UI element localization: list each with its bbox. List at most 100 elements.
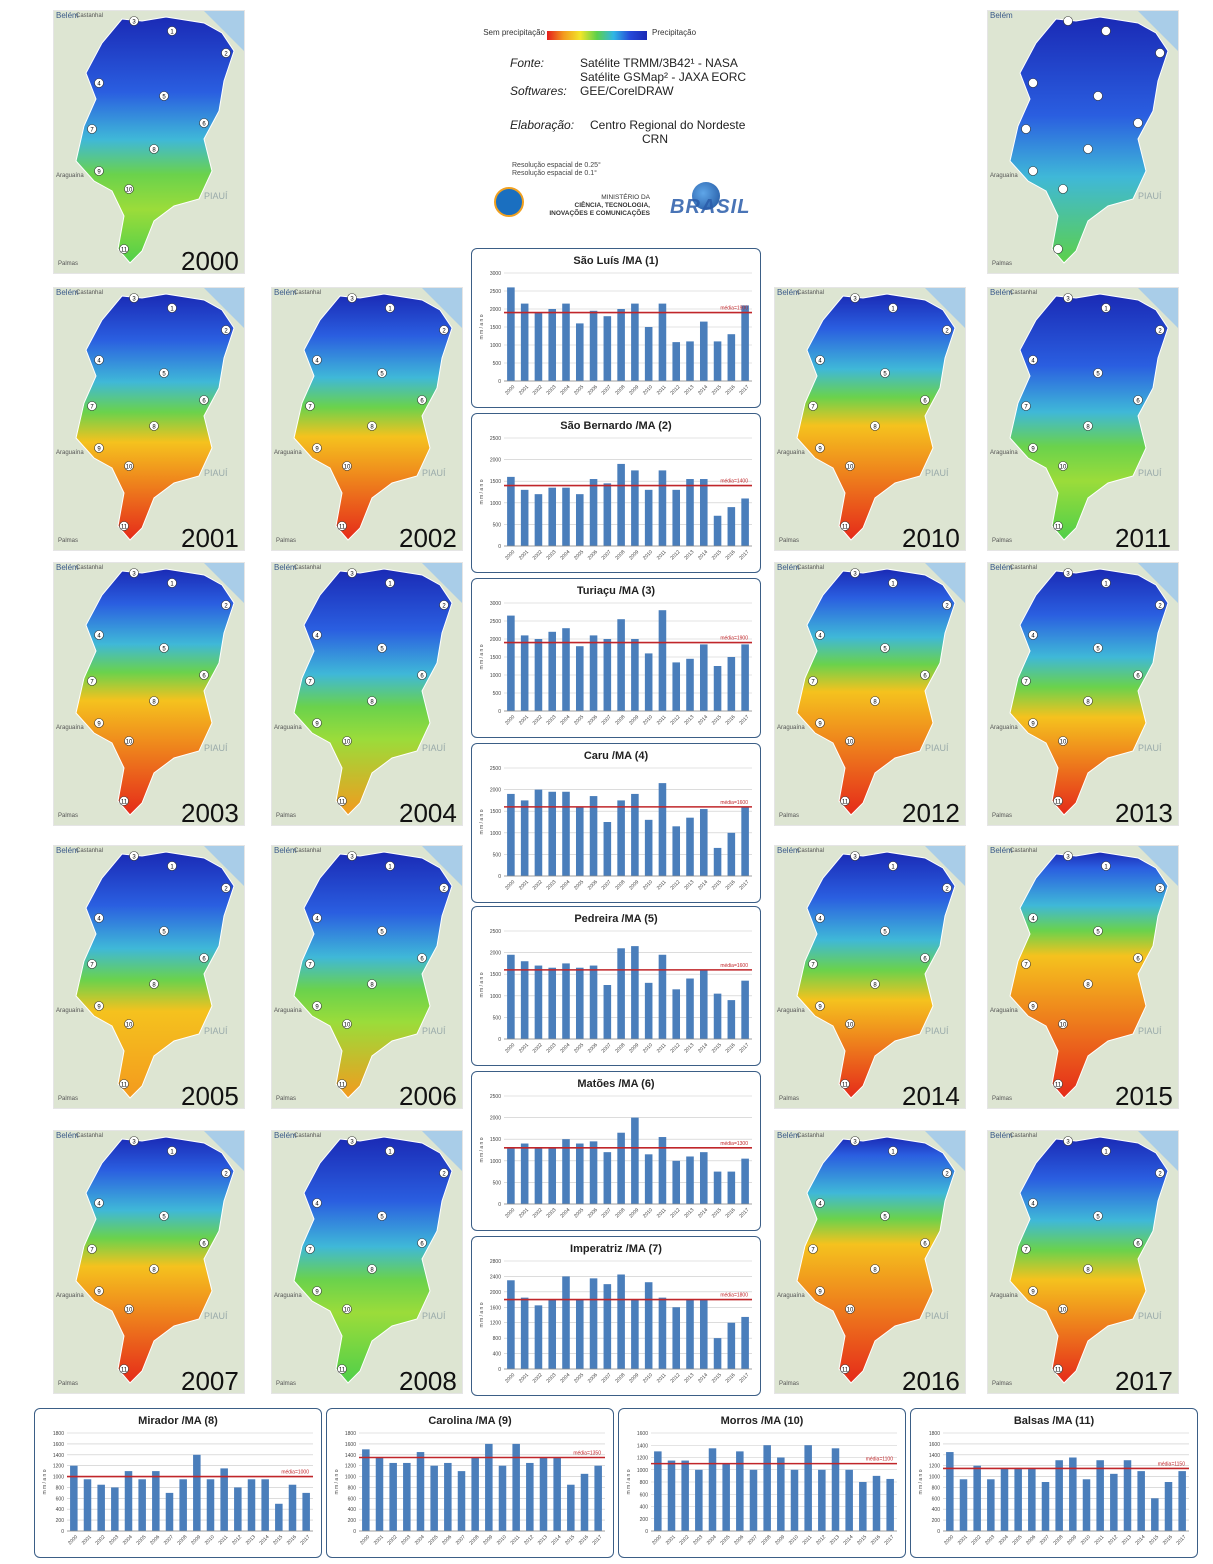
bar-2006 <box>589 796 598 876</box>
y-tick-label: 2000 <box>490 458 501 464</box>
station-marker-label: 9 <box>1031 447 1035 453</box>
bar-2011 <box>658 783 667 876</box>
y-tick-label: 800 <box>56 1485 65 1491</box>
station-marker-label: 6 <box>1136 674 1140 680</box>
y-tick-label: 1500 <box>490 1137 501 1143</box>
x-tick-label: 2012 <box>815 1534 827 1546</box>
station-marker-5 <box>1093 1211 1103 1221</box>
station-marker-label: 4 <box>315 634 319 640</box>
bar-2015 <box>713 341 722 381</box>
map-label-palmas: Palmas <box>276 538 297 544</box>
bar-2013 <box>539 1457 548 1531</box>
bar-2013 <box>247 1479 256 1531</box>
station-marker-label: 3 <box>132 297 136 303</box>
x-tick-label: 2009 <box>628 714 640 726</box>
bar-2002 <box>534 1305 543 1369</box>
x-tick-label: 2011 <box>218 1534 230 1546</box>
bar-2005 <box>575 806 584 876</box>
bar-2015 <box>713 1171 722 1204</box>
bar-2011 <box>512 1443 520 1531</box>
station-marker-label: 2 <box>224 887 228 893</box>
station-marker-label: 5 <box>1096 647 1100 653</box>
x-tick-label: 2015 <box>1148 1534 1160 1546</box>
x-tick-label: 2005 <box>573 879 585 891</box>
station-marker-label: 5 <box>883 647 887 653</box>
station-marker-9 <box>1028 166 1038 176</box>
station-marker-label: 3 <box>132 1140 136 1146</box>
map-label-palmas: Palmas <box>779 538 800 544</box>
station-marker-label: 11 <box>1055 1368 1062 1374</box>
bar-2002 <box>97 1484 105 1531</box>
bar-2013 <box>686 658 694 711</box>
bar-2004 <box>124 1471 133 1531</box>
bar-2013 <box>686 341 694 381</box>
bar-2008 <box>1055 1460 1063 1531</box>
station-marker-9 <box>94 718 104 728</box>
x-tick-label: 2011 <box>656 384 668 396</box>
station-marker-label: 10 <box>1060 465 1067 471</box>
y-tick-label: 1200 <box>637 1456 648 1462</box>
y-tick-label: 1600 <box>345 1442 356 1448</box>
station-marker-label: 6 <box>202 674 206 680</box>
maranhao-state-shape <box>796 1136 956 1384</box>
x-tick-label: 2014 <box>697 384 709 396</box>
map-label-piaui: PIAUÍ <box>422 1311 446 1321</box>
station-marker-7 <box>808 401 818 411</box>
station-marker-4 <box>94 1198 104 1208</box>
brasil-logo-icon: BRASIL <box>670 182 750 220</box>
station-marker-4 <box>312 1198 322 1208</box>
station-marker-4 <box>1028 355 1038 365</box>
bar-2012 <box>234 1487 242 1531</box>
maranhao-state-shape <box>75 568 235 816</box>
bar-2009 <box>1069 1457 1077 1531</box>
bar-2007 <box>603 1284 612 1369</box>
station-marker-label: 3 <box>1066 855 1070 861</box>
bar-2011 <box>658 1137 667 1204</box>
bar-2011 <box>220 1468 228 1531</box>
y-tick-label: 2000 <box>490 307 501 313</box>
bar-2001 <box>520 961 529 1039</box>
station-marker-1 <box>167 26 177 36</box>
map-label-araguaina: Araguaína <box>56 450 84 456</box>
station-marker-2 <box>221 883 231 893</box>
station-marker-label: 4 <box>1031 359 1035 365</box>
map-label-belem: Belém <box>274 846 297 855</box>
map-label-palmas: Palmas <box>58 813 79 819</box>
station-marker-2 <box>1155 1168 1165 1178</box>
station-marker-10 <box>342 1304 352 1314</box>
station-marker-label: 3 <box>853 297 857 303</box>
x-tick-label: 2005 <box>427 1534 439 1546</box>
x-tick-label: 2000 <box>504 1372 516 1384</box>
station-marker-11 <box>337 521 347 531</box>
station-marker-label: 5 <box>1096 930 1100 936</box>
station-marker-label: 9 <box>1031 1005 1035 1011</box>
station-marker-label: 10 <box>847 740 854 746</box>
map-year-label: 2013 <box>1115 798 1173 828</box>
station-marker-10 <box>1058 1304 1068 1314</box>
bar-2007 <box>1041 1482 1050 1531</box>
bar-2002 <box>681 1460 689 1531</box>
station-marker-label: 11 <box>339 525 346 531</box>
map-label-piaui: PIAUÍ <box>1138 468 1162 478</box>
map-label-castanhal: Castanhal <box>294 565 322 571</box>
station-marker-label: 2 <box>442 1172 446 1178</box>
x-tick-label: 2007 <box>601 879 613 891</box>
station-marker-label: 2 <box>945 1172 949 1178</box>
station-marker-label: 3 <box>853 1140 857 1146</box>
map-label-piaui: PIAUÍ <box>1138 743 1162 753</box>
bar-2010 <box>206 1479 215 1531</box>
bar-2005 <box>575 1299 584 1369</box>
station-marker-label: 1 <box>170 1150 174 1156</box>
station-marker-3 <box>347 851 357 861</box>
station-marker-label: 9 <box>315 722 319 728</box>
station-marker-1 <box>385 303 395 313</box>
station-marker-label: 5 <box>380 930 384 936</box>
station-marker-label: 1 <box>1104 1150 1108 1156</box>
x-tick-label: 2008 <box>614 714 626 726</box>
maranhao-state-shape <box>1009 851 1169 1099</box>
map-label-belem: Belém <box>274 563 297 572</box>
